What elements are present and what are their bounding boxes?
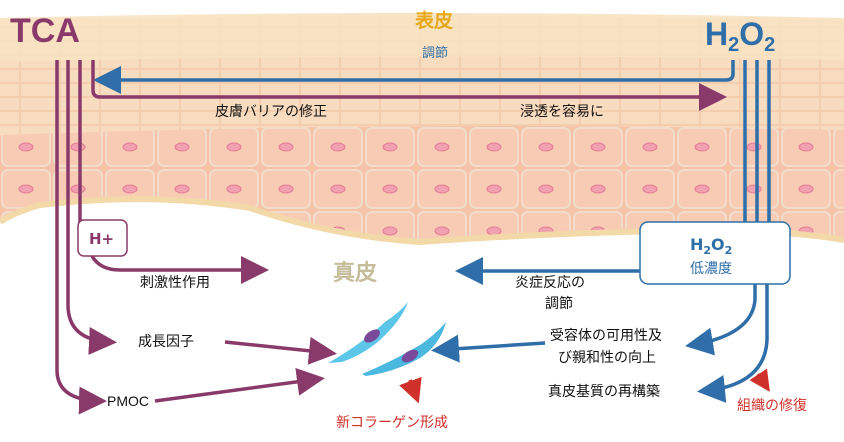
inflammation-label-2: 調節 bbox=[545, 295, 573, 312]
h-plus-box: H+ bbox=[77, 219, 128, 257]
epidermis-sub-label: 調節 bbox=[422, 46, 448, 61]
receptor-arrow bbox=[685, 284, 757, 356]
irritation-label: 刺激性作用 bbox=[140, 274, 210, 291]
penetration-arrow bbox=[91, 60, 727, 111]
svg-text:低濃度: 低濃度 bbox=[690, 261, 732, 277]
receptor-label-1: 受容体の可用性及 bbox=[550, 327, 662, 344]
barrier-arrow bbox=[93, 60, 735, 94]
svg-text:H+: H+ bbox=[89, 230, 114, 248]
dermis-label: 真皮 bbox=[333, 260, 377, 286]
penetration-label: 浸透を容易に bbox=[520, 103, 604, 120]
receptor-label-2: び親和性の向上 bbox=[558, 350, 656, 366]
growth-factor-arrow bbox=[66, 60, 117, 355]
new-collagen-label: 新コラーゲン形成 bbox=[336, 415, 448, 431]
tissue-repair-label: 組織の修復 bbox=[737, 397, 807, 414]
pmoc-to-fibroblast-arrow bbox=[154, 367, 325, 403]
h2o2-low-concentration-box: H2O2 低濃度 bbox=[639, 221, 791, 285]
inflammation-label-1: 炎症反応の bbox=[515, 275, 585, 291]
matrix-label: 真皮基質の再構築 bbox=[548, 383, 660, 400]
repair-arrow bbox=[749, 368, 770, 392]
growth-to-fibroblast-arrow bbox=[224, 336, 337, 365]
tca-title: TCA bbox=[10, 12, 80, 50]
barrier-repair-label: 皮膚バリアの修正 bbox=[215, 104, 327, 120]
pmoc-label: PMOC bbox=[107, 393, 149, 409]
fibroblast-icon bbox=[328, 302, 446, 376]
svg-text:H2O2: H2O2 bbox=[690, 235, 732, 257]
h2o2-lines bbox=[743, 60, 771, 222]
h2o2-title: H2O2 bbox=[705, 16, 775, 56]
collagen-arrow bbox=[399, 376, 422, 404]
growth-factor-label: 成長因子 bbox=[138, 334, 194, 350]
receptor-to-fibroblast-arrow bbox=[431, 334, 546, 363]
irritation-arrow bbox=[90, 255, 269, 284]
pmoc-arrow bbox=[55, 60, 107, 415]
epidermis-label: 表皮 bbox=[415, 9, 453, 32]
